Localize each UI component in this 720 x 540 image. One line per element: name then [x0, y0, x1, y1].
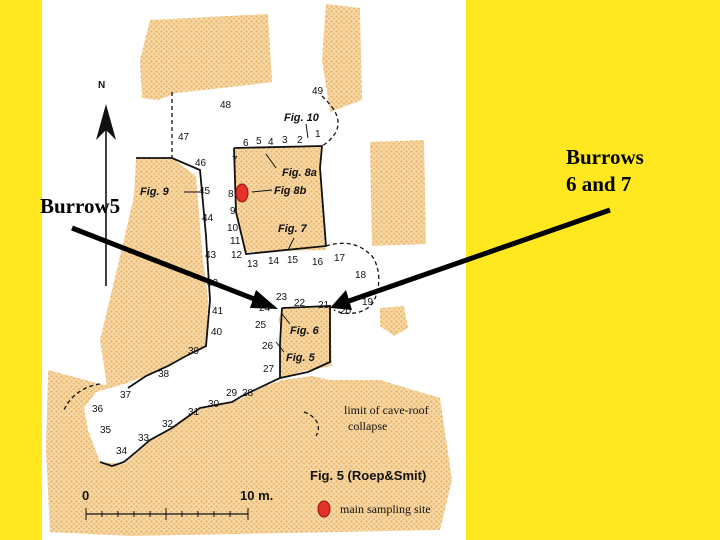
burrows67-label-line2: 6 and 7 [566, 172, 632, 196]
point-1: 1 [315, 129, 321, 140]
point-44: 44 [202, 213, 214, 224]
point-41: 41 [212, 306, 224, 317]
fig7-label: Fig. 7 [278, 223, 308, 235]
point-27: 27 [263, 364, 275, 375]
point-32: 32 [162, 419, 174, 430]
rock-right-small [380, 306, 408, 336]
point-40: 40 [211, 327, 223, 338]
point-17: 17 [334, 253, 346, 264]
point-26: 26 [262, 341, 274, 352]
point-6: 6 [243, 138, 249, 149]
point-19: 19 [362, 297, 374, 308]
burrow5-label: Burrow5 [40, 194, 121, 218]
point-30: 30 [208, 399, 220, 410]
point-47: 47 [178, 132, 190, 143]
rock-top-right [322, 4, 362, 112]
cave-floor [84, 306, 282, 464]
point-38: 38 [158, 369, 170, 380]
legend-sampling-label: main sampling site [340, 502, 431, 516]
point-28: 28 [242, 388, 254, 399]
point-21: 21 [318, 300, 330, 311]
limit-note-line1: limit of cave-roof [344, 403, 429, 417]
scale-end-label: 10 m. [240, 488, 273, 503]
survey-points: 1 2 3 4 5 6 7 8 9 10 11 12 13 14 15 16 1… [92, 86, 374, 457]
point-9: 9 [230, 206, 236, 217]
north-label: N [98, 80, 105, 91]
scale-start-label: 0 [82, 488, 89, 503]
point-48: 48 [220, 100, 232, 111]
fig9-label: Fig. 9 [140, 186, 170, 198]
dashed-limits [63, 92, 380, 437]
point-22: 22 [294, 298, 306, 309]
point-43: 43 [205, 250, 217, 261]
annotation-arrows [71, 207, 611, 310]
point-39: 39 [188, 346, 200, 357]
scale-bar: 0 10 m. [82, 488, 273, 520]
point-34: 34 [116, 446, 128, 457]
point-15: 15 [287, 255, 299, 266]
point-29: 29 [226, 388, 238, 399]
point-36: 36 [92, 404, 104, 415]
point-23: 23 [276, 292, 288, 303]
point-46: 46 [195, 158, 207, 169]
fig8a-label: Fig. 8a [282, 167, 317, 179]
limit-note-line2: collapse [348, 419, 387, 433]
fig8b-label: Fig 8b [274, 185, 307, 197]
rock-left-mass [100, 158, 208, 392]
point-18: 18 [355, 270, 367, 281]
sampling-site-marker [235, 183, 249, 203]
point-10: 10 [227, 223, 239, 234]
point-2: 2 [297, 135, 303, 146]
rock-center-block [234, 146, 326, 252]
legend-sampling-marker [317, 500, 331, 518]
point-12: 12 [231, 250, 243, 261]
point-35: 35 [100, 425, 112, 436]
point-45: 45 [199, 186, 211, 197]
fig10-label: Fig. 10 [284, 112, 320, 124]
point-8: 8 [228, 189, 234, 200]
point-16: 16 [312, 257, 324, 268]
point-13: 13 [247, 259, 259, 270]
point-7: 7 [232, 155, 238, 166]
point-25: 25 [255, 320, 267, 331]
rock-right-block [370, 140, 426, 246]
rock-top-left [140, 14, 272, 100]
fig6-label: Fig. 6 [290, 325, 320, 337]
point-37: 37 [120, 390, 132, 401]
figure-pointer-arrows [184, 123, 309, 353]
point-5: 5 [256, 136, 262, 147]
point-49: 49 [312, 86, 324, 97]
point-33: 33 [138, 433, 150, 444]
point-31: 31 [188, 407, 200, 418]
point-11: 11 [230, 236, 241, 247]
burrows67-label-line1: Burrows [566, 145, 644, 169]
figure-labels: Fig. 10 Fig. 8a Fig 8b Fig. 9 Fig. 7 Fig… [140, 112, 320, 364]
point-20: 20 [340, 306, 352, 317]
point-14: 14 [268, 256, 280, 267]
fig5-label: Fig. 5 [286, 352, 316, 364]
figure-caption: Fig. 5 (Roep&Smit) [310, 468, 426, 483]
north-arrow [96, 104, 116, 286]
point-4: 4 [268, 137, 274, 148]
rock-center-lower [272, 306, 332, 380]
point-3: 3 [282, 135, 288, 146]
